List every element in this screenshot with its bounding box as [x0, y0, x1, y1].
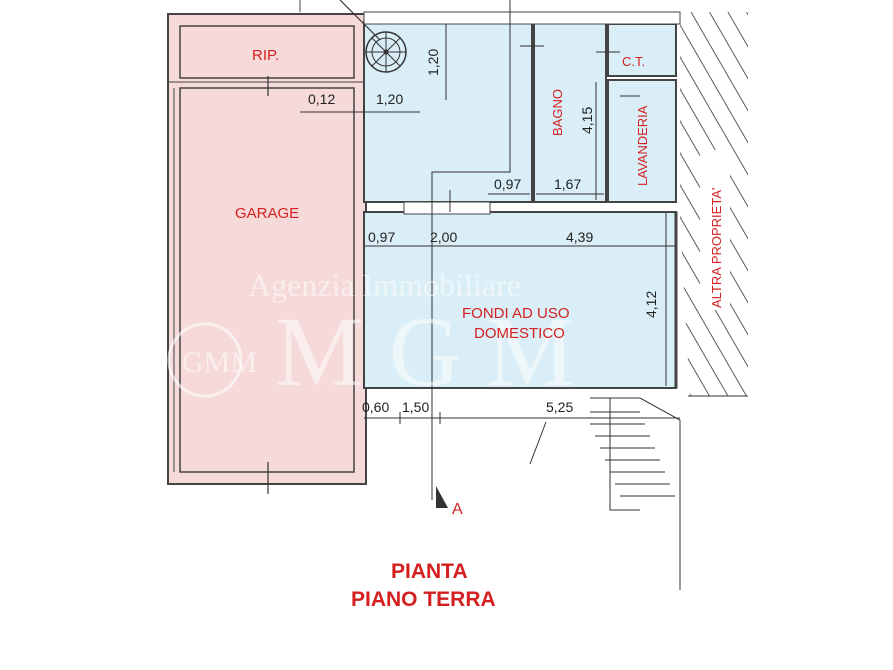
- room-label-lavanderia: LAVANDERIA: [635, 105, 650, 186]
- dim-bagno-w: 1,67: [554, 176, 581, 192]
- watermark: Agenzia Immobiliare M G M GMM: [167, 267, 575, 407]
- dimension-lines: [300, 24, 680, 424]
- dim-439: 4,39: [566, 229, 593, 245]
- room-label-garage: GARAGE: [235, 205, 299, 222]
- room-label-rip: RIP.: [252, 47, 279, 64]
- watermark-logo: GMM: [182, 346, 257, 379]
- dim-150: 1,50: [402, 399, 429, 415]
- room-label-fondi-1: FONDI AD USO: [462, 305, 570, 322]
- label-altra-proprieta: ALTRA PROPRIETA': [709, 188, 724, 308]
- exterior-stairs-icon: [529, 395, 748, 590]
- room-label-bagno: BAGNO: [550, 89, 565, 136]
- watermark-text-2: M G M: [275, 296, 575, 407]
- dim-097-top: 0,97: [494, 176, 521, 192]
- title-line-2: PIANO TERRA: [351, 588, 496, 611]
- dim-hall-gap: 0,12: [308, 91, 335, 107]
- garage-block: [167, 13, 367, 494]
- section-marker: A: [452, 501, 463, 518]
- dim-hall-w: 1,20: [376, 91, 403, 107]
- dim-stair-h: 1,20: [425, 49, 441, 76]
- room-label-ct: C.T.: [622, 54, 645, 69]
- dim-200: 2,00: [430, 229, 457, 245]
- section-line: [431, 0, 511, 508]
- dim-060: 0,60: [362, 399, 389, 415]
- dim-097: 0,97: [368, 229, 395, 245]
- altra-proprieta-hatch: [680, 12, 748, 396]
- room-label-fondi-2: DOMESTICO: [474, 325, 565, 342]
- fondi-room: [363, 201, 678, 389]
- title-line-1: PIANTA: [391, 560, 468, 583]
- dim-fondi-h: 4,12: [643, 291, 659, 318]
- dim-bagno-h: 4,15: [579, 107, 595, 134]
- watermark-text-1: Agenzia Immobiliare: [248, 267, 521, 303]
- spiral-stair-icon: [339, 0, 407, 73]
- dim-525: 5,25: [546, 399, 573, 415]
